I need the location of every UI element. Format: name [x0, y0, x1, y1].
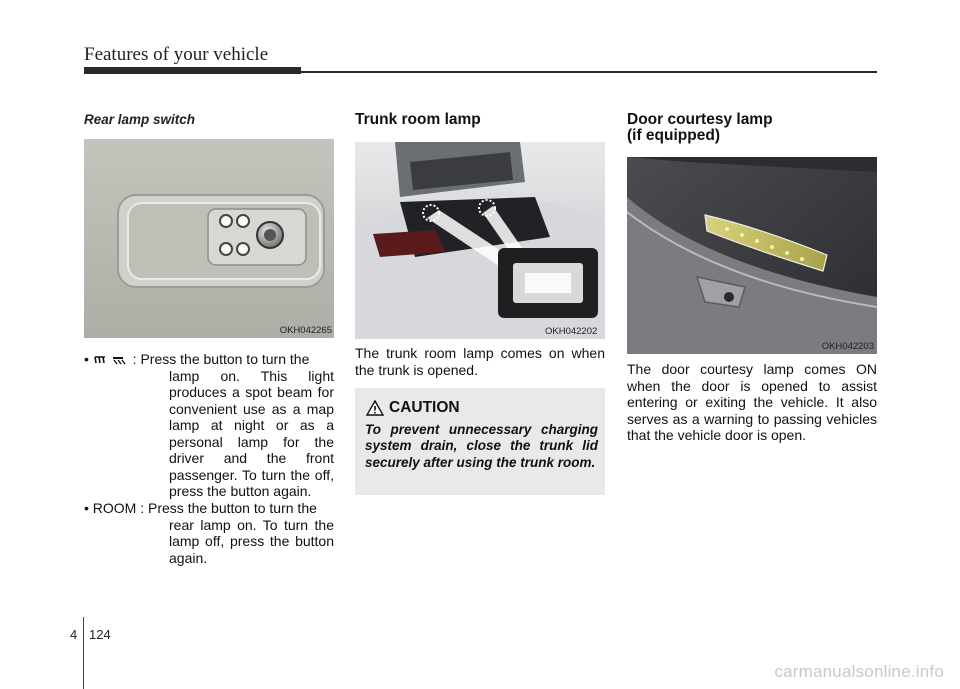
spot-lamp-item-text: lamp on. This light produces a spot beam…: [169, 367, 334, 500]
figure-code: OKH042265: [279, 325, 332, 336]
door-lamp-paragraph: The door courtesy lamp comes ON when the…: [627, 361, 877, 443]
figure-code: OKH042203: [821, 341, 874, 352]
spot-lamp-item-text-first: Press the button to turn the: [140, 351, 310, 367]
caution-text: To prevent unnecessary charging system d…: [365, 422, 598, 470]
trunk-lamp-heading: Trunk room lamp: [355, 111, 481, 128]
trunk-lamp-paragraph: The trunk room lamp comes on when the tr…: [355, 345, 605, 378]
section-title: Features of your vehicle: [84, 44, 269, 65]
figure-code: OKH042202: [545, 326, 598, 337]
footer-section-number: 4: [70, 627, 78, 642]
room-lamp-item-lead: • ROOM :: [84, 500, 149, 516]
caution-box: CAUTION To prevent unnecessary charging …: [355, 388, 605, 495]
caution-title: CAUTION: [389, 399, 460, 416]
rear-lamp-switch-illustration: [84, 139, 334, 338]
spot-lamp-icon: [94, 356, 126, 365]
footer-rule: [83, 617, 84, 689]
header-rule-thick: [84, 67, 301, 74]
spot-lamp-item: • : Press the button to turn the lamp on…: [84, 351, 334, 500]
rear-lamp-subheading: Rear lamp switch: [84, 112, 196, 127]
spot-lamp-item-separator: :: [128, 351, 141, 367]
door-courtesy-lamp-illustration: [627, 157, 877, 354]
door-lamp-figure: OKH042203: [627, 157, 877, 354]
warning-triangle-icon: [366, 400, 384, 416]
room-lamp-item: • ROOM : Press the button to turn the re…: [84, 500, 334, 566]
footer-page-number: 124: [89, 627, 111, 642]
door-lamp-heading-line2: (if equipped): [627, 127, 720, 144]
room-lamp-item-text-first: Press the button to turn the: [148, 500, 317, 516]
trunk-lamp-illustration: [355, 142, 605, 339]
room-lamp-item-text: rear lamp on. To turn the lamp off, pres…: [169, 516, 334, 566]
door-lamp-heading-line1: Door courtesy lamp: [627, 111, 773, 128]
trunk-lamp-figure: OKH042202: [355, 142, 605, 339]
header-rule-thin: [301, 71, 877, 73]
watermark: carmanualsonline.info: [774, 662, 944, 681]
door-lamp-heading: Door courtesy lamp (if equipped): [627, 112, 773, 144]
rear-lamp-figure: OKH042265: [84, 139, 334, 338]
